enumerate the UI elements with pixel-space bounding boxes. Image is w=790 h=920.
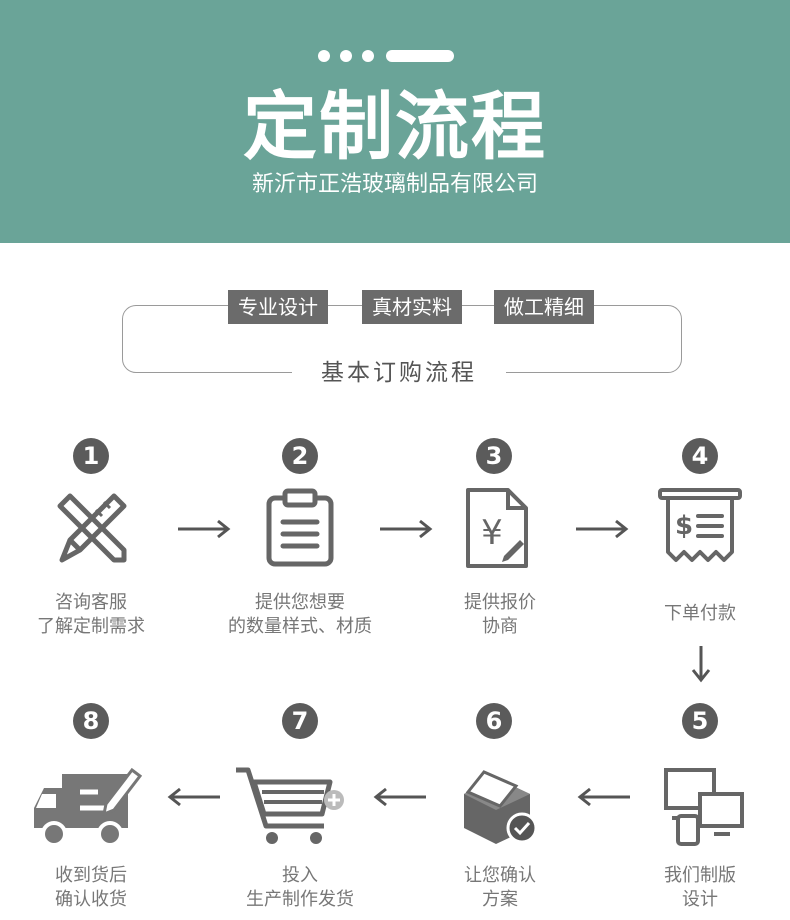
step-label: 下单付款 <box>664 603 736 624</box>
pill-icon <box>386 50 454 62</box>
step-label: 咨询客服了解定制需求 <box>37 592 145 637</box>
step-label: 提供报价协商 <box>464 592 536 637</box>
dot-icon <box>318 50 330 62</box>
process-subtitle: 基本订购流程 <box>321 360 477 386</box>
step-number-badge: 7 <box>282 703 318 739</box>
step-label: 提供您想要的数量样式、材质 <box>228 592 372 637</box>
step-number-badge: 1 <box>73 438 109 474</box>
devices-icon <box>664 768 744 846</box>
box-check-icon <box>464 770 538 844</box>
arrow-left-icon <box>167 787 220 807</box>
header-banner: 定制流程 新沂市正浩玻璃制品有限公司 <box>0 0 790 243</box>
delivery-truck-icon <box>34 767 142 847</box>
shopping-cart-icon <box>236 767 344 844</box>
feature-tag: 专业设计 <box>228 290 328 324</box>
arrow-left-icon <box>577 787 630 807</box>
clipboard-icon <box>266 488 334 567</box>
dot-icon <box>340 50 352 62</box>
ruler-pencil-icon <box>57 493 127 563</box>
step-number-badge: 4 <box>682 438 718 474</box>
step-label: 我们制版设计 <box>664 865 736 910</box>
step-number-badge: 5 <box>682 703 718 739</box>
arrow-left-icon <box>373 787 426 807</box>
arrow-right-icon <box>178 519 231 539</box>
step-label: 让您确认方案 <box>464 865 536 910</box>
page-title: 定制流程 <box>243 84 547 170</box>
step-label: 投入生产制作发货 <box>246 865 354 910</box>
step-label: 收到货后确认收货 <box>55 865 127 910</box>
feature-tag: 真材实料 <box>362 290 462 324</box>
svg-text:¥: ¥ <box>481 513 503 553</box>
company-name: 新沂市正浩玻璃制品有限公司 <box>251 172 538 197</box>
step-number-badge: 8 <box>73 703 109 739</box>
receipt-icon: $ <box>658 488 742 562</box>
dot-icon <box>362 50 374 62</box>
arrow-right-icon <box>576 519 629 539</box>
arrow-right-icon <box>380 519 433 539</box>
svg-text:$: $ <box>675 511 693 541</box>
yen-document-icon: ¥ <box>466 488 528 568</box>
feature-tag: 做工精细 <box>494 290 594 324</box>
arrow-down-icon <box>691 646 711 683</box>
step-number-badge: 6 <box>476 703 512 739</box>
step-number-badge: 3 <box>476 438 512 474</box>
step-number-badge: 2 <box>282 438 318 474</box>
